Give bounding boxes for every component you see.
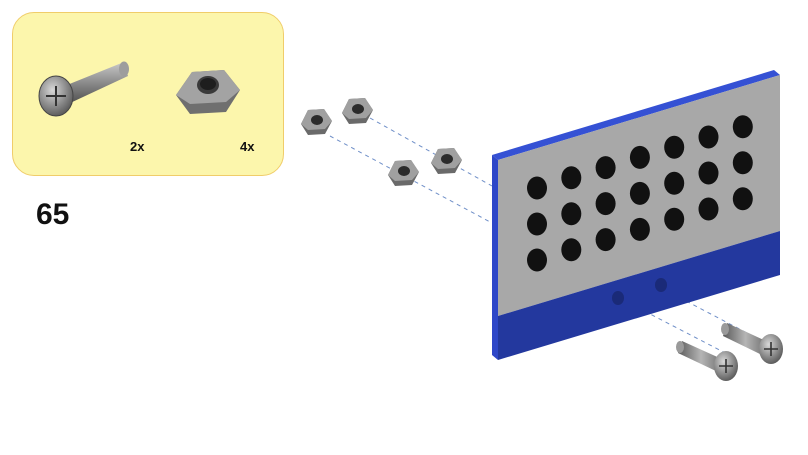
hex-nut (301, 109, 332, 135)
panel-hole (698, 125, 719, 149)
panel-hole (732, 151, 753, 175)
step-number: 65 (36, 198, 70, 231)
nut-quantity: 4x (240, 139, 255, 154)
panel-hole (595, 228, 616, 252)
screw (721, 323, 783, 364)
strip-hole (655, 278, 667, 292)
hex-nut (431, 148, 462, 174)
panel-hole (595, 156, 616, 180)
panel-hole (732, 187, 753, 211)
screw-icon (38, 61, 129, 117)
panel-hole (698, 161, 719, 185)
panel-hole (732, 115, 753, 139)
panel-hole (629, 181, 650, 205)
strip-hole (612, 291, 624, 305)
panel-hole (629, 217, 650, 241)
panel-holes (527, 115, 753, 272)
panel-hole (698, 197, 719, 221)
hex-nut-icon (176, 70, 240, 114)
panel-hole (561, 166, 582, 190)
panel-hole (664, 207, 685, 231)
panel-top-edge (492, 70, 780, 160)
screw (676, 341, 738, 381)
panel-hole (561, 202, 582, 226)
hex-nut (388, 160, 419, 186)
panel-hole (527, 176, 547, 200)
screw-quantity: 2x (130, 139, 145, 154)
panel-hole (664, 135, 685, 159)
panel-hole (629, 145, 650, 169)
panel-hole (527, 248, 547, 272)
hex-nut (342, 98, 373, 124)
panel-hole (527, 212, 547, 236)
panel-left-edge (492, 155, 498, 360)
panel-hole (664, 171, 685, 195)
panel-hole (561, 238, 582, 262)
perforated-panel (492, 70, 780, 360)
panel-hole (595, 192, 616, 216)
panel-bottom-strip (498, 231, 780, 360)
